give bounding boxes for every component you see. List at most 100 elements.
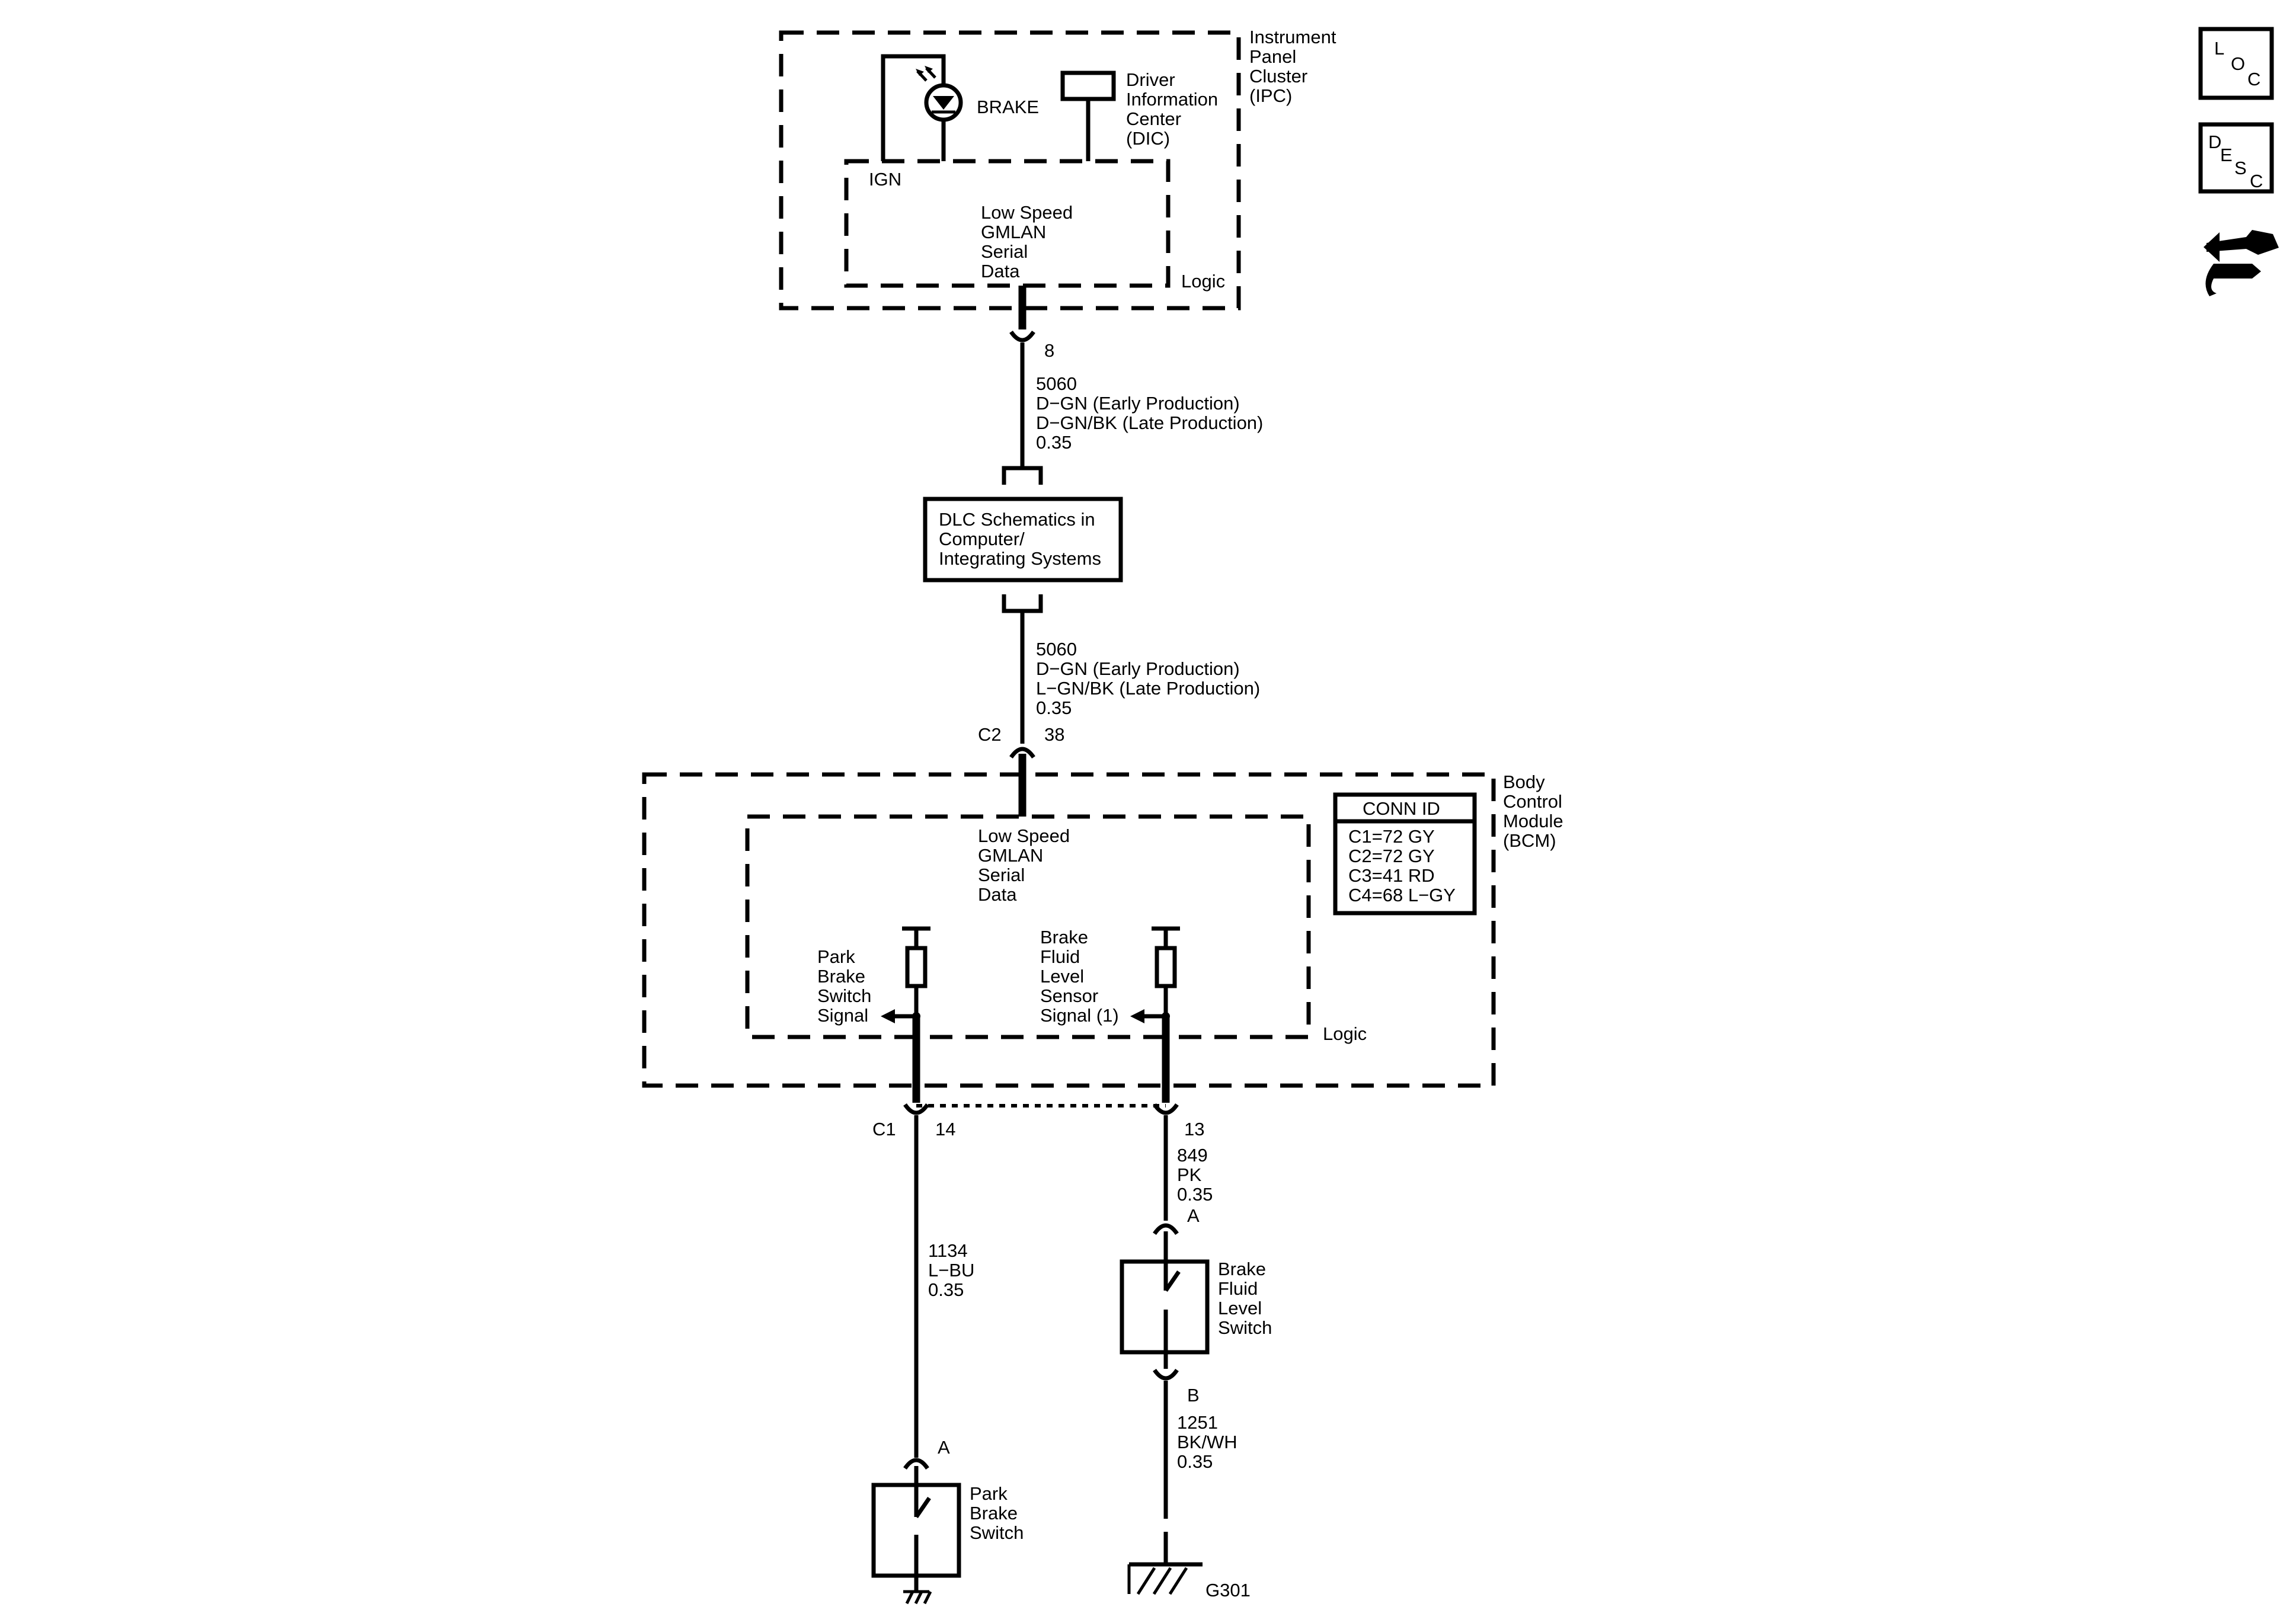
bcm-boundary: [642, 772, 1496, 1088]
ipc-logic-label: Logic: [1181, 271, 1225, 292]
ipc-title-4: (IPC): [1249, 85, 1292, 106]
c1-connector-13: [1153, 1103, 1179, 1115]
fluid-signal-2: Fluid: [1040, 946, 1080, 967]
ipc-module: Instrument Panel Cluster (IPC) BRAKE Dri…: [779, 27, 1336, 311]
dic-label-4: (DIC): [1126, 128, 1170, 149]
fluid-switch-pin-b: B: [1187, 1385, 1200, 1406]
dic-label-1: Driver: [1126, 69, 1175, 90]
c1-pin-14: 14: [935, 1119, 955, 1140]
fluid-switch-label-4: Switch: [1218, 1317, 1272, 1338]
repair-procedure-icon[interactable]: [2204, 230, 2279, 296]
wire-right-circuit: 849: [1177, 1145, 1208, 1166]
fluid-level-pullup-resistor-icon: [1130, 926, 1180, 1023]
svg-text:C: C: [2250, 171, 2263, 191]
ipc-serial-2: GMLAN: [981, 222, 1046, 242]
park-signal-1: Park: [817, 946, 855, 967]
bcm-c2-label: C2: [978, 724, 1002, 745]
ipc-title-2: Panel: [1249, 46, 1296, 67]
wire-top-circuit: 5060: [1036, 373, 1077, 394]
wire-ground-size: 0.35: [1177, 1451, 1213, 1472]
fluid-signal-4: Sensor: [1040, 985, 1098, 1006]
fluid-switch-label-3: Level: [1218, 1298, 1262, 1318]
ipc-title-3: Cluster: [1249, 66, 1307, 87]
conn-id-row-c1: C1=72 GY: [1348, 826, 1435, 847]
fluid-switch-label-2: Fluid: [1218, 1278, 1258, 1299]
park-switch-label-2: Brake: [970, 1503, 1018, 1523]
fluid-signal-1: Brake: [1040, 927, 1088, 948]
ipc-serial-3: Serial: [981, 241, 1028, 262]
bcm-serial-4: Data: [978, 884, 1017, 905]
wire-top-color-late: D−GN/BK (Late Production): [1036, 412, 1263, 433]
ipc-serial-1: Low Speed: [981, 202, 1073, 223]
fluid-switch-connector-a: [1153, 1223, 1179, 1235]
desc-icon[interactable]: D E S C: [2198, 122, 2274, 194]
wire-left-circuit: 1134: [928, 1240, 968, 1261]
wire-mid-size: 0.35: [1036, 697, 1072, 718]
bcm-title-2: Control: [1503, 791, 1562, 812]
c1-label: C1: [872, 1119, 896, 1140]
wire-top-color-early: D−GN (Early Production): [1036, 393, 1240, 414]
bcm-title-3: Module: [1503, 811, 1563, 831]
svg-text:O: O: [2231, 53, 2245, 74]
park-brake-switch-icon[interactable]: [871, 1466, 961, 1592]
park-switch-pin-a: A: [938, 1437, 950, 1458]
bcm-module: Body Control Module (BCM) CONN ID C1=72 …: [642, 772, 1563, 1088]
conn-id-row-c2: C2=72 GY: [1348, 846, 1435, 866]
park-switch-connector-a: [903, 1458, 929, 1470]
wire-mid-circuit: 5060: [1036, 639, 1077, 660]
loc-icon[interactable]: L O C: [2198, 27, 2274, 100]
bcm-title-1: Body: [1503, 772, 1545, 792]
dlc-text-1: DLC Schematics in: [939, 509, 1095, 530]
wire-ground-color: BK/WH: [1177, 1432, 1237, 1452]
wire-right-size: 0.35: [1177, 1184, 1213, 1205]
ipc-logic-boundary: [844, 159, 1171, 288]
ipc-serial-4: Data: [981, 261, 1020, 281]
wire-left-color: L−BU: [928, 1260, 974, 1281]
park-signal-4: Signal: [817, 1005, 868, 1026]
bcm-serial-1: Low Speed: [978, 825, 1070, 846]
ipc-pin-8: 8: [1044, 340, 1054, 361]
brake-fluid-level-switch-icon[interactable]: [1120, 1231, 1210, 1369]
park-switch-ground-icon: [903, 1590, 932, 1605]
svg-text:D: D: [2208, 132, 2221, 152]
ipc-ign-label: IGN: [869, 169, 901, 190]
ground-g301-icon: [1127, 1550, 1203, 1595]
park-signal-2: Brake: [817, 966, 865, 987]
dlc-top-connector: [1002, 466, 1043, 485]
ipc-title-1: Instrument: [1249, 27, 1336, 47]
c1-connector-14: [903, 1103, 929, 1115]
conn-id-row-c4: C4=68 L−GY: [1348, 885, 1456, 905]
wire-mid-color-early: D−GN (Early Production): [1036, 658, 1240, 679]
fluid-signal-5: Signal (1): [1040, 1005, 1119, 1026]
ipc-connector-8: [1009, 330, 1035, 343]
dlc-reference-box[interactable]: [923, 497, 1123, 582]
svg-text:L: L: [2214, 38, 2224, 59]
brake-lamp-icon: [916, 66, 963, 122]
bcm-connector-c2: [1009, 747, 1035, 759]
c1-pin-13: 13: [1184, 1119, 1204, 1140]
svg-text:E: E: [2220, 145, 2233, 165]
park-signal-3: Switch: [817, 985, 871, 1006]
ground-label: G301: [1205, 1580, 1251, 1601]
wire-mid-color-late: L−GN/BK (Late Production): [1036, 678, 1260, 699]
fluid-switch-label-1: Brake: [1218, 1259, 1266, 1279]
conn-id-table: CONN ID C1=72 GY C2=72 GY C3=41 RD C4=68…: [1333, 792, 1477, 916]
dic-label-3: Center: [1126, 108, 1181, 129]
park-switch-label-3: Switch: [970, 1522, 1024, 1543]
park-brake-pullup-resistor-icon: [881, 926, 930, 1023]
conn-id-header: CONN ID: [1363, 798, 1440, 819]
dlc-bottom-connector: [1002, 594, 1043, 613]
fluid-switch-connector-b: [1153, 1368, 1179, 1381]
dic-display-icon: [1060, 71, 1116, 101]
dlc-text-3: Integrating Systems: [939, 548, 1101, 569]
svg-text:C: C: [2247, 69, 2260, 89]
svg-text:S: S: [2234, 158, 2247, 178]
wire-top-size: 0.35: [1036, 432, 1072, 453]
park-switch-label-1: Park: [970, 1483, 1008, 1504]
wire-ground-circuit: 1251: [1177, 1412, 1218, 1433]
conn-id-row-c3: C3=41 RD: [1348, 865, 1435, 886]
ipc-boundary: [779, 30, 1241, 311]
brake-lamp-label: BRAKE: [977, 97, 1039, 117]
bcm-logic-label: Logic: [1323, 1023, 1367, 1044]
